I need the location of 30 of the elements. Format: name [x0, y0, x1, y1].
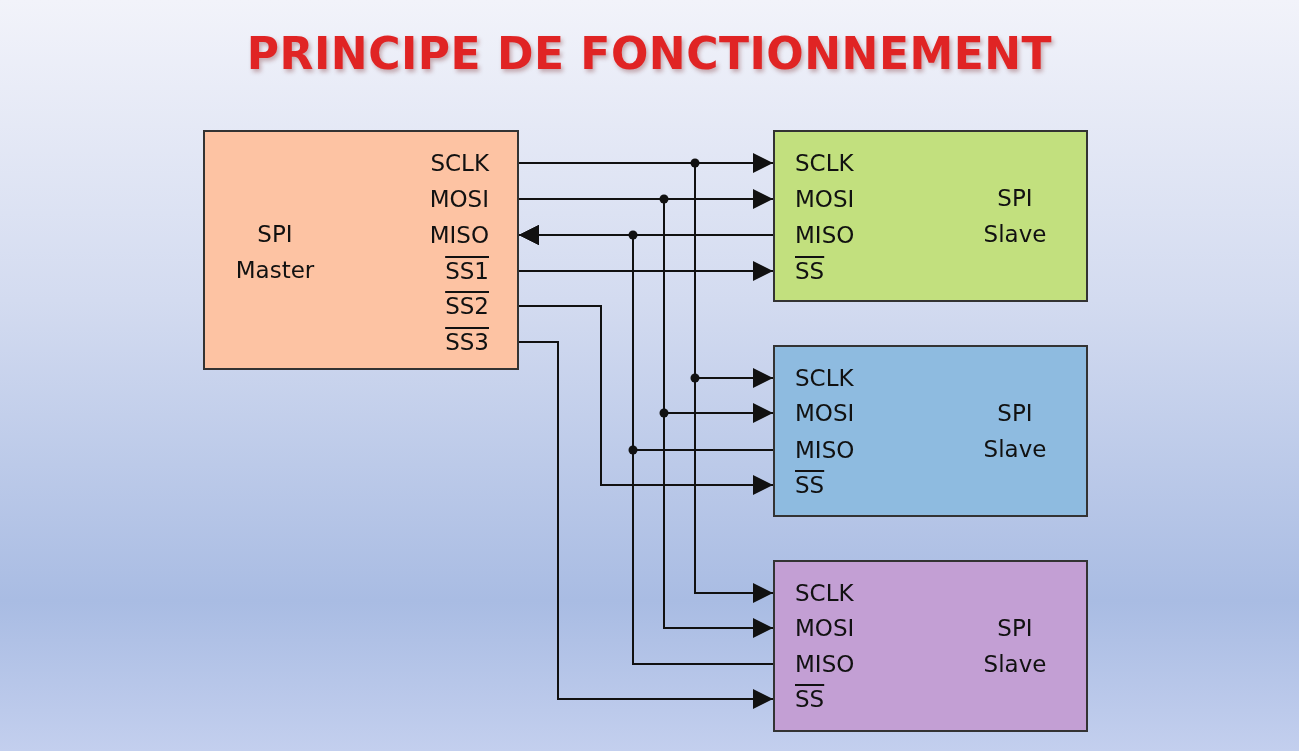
- box-label: SPI Master: [234, 220, 316, 285]
- diagram-title: PRINCIPE DE FONCTIONNEMENT: [245, 28, 1054, 79]
- slave-box: [773, 130, 1088, 302]
- pin-label: MISO: [383, 219, 519, 251]
- pin-label: SCLK: [383, 147, 519, 179]
- wire-arrow: [518, 341, 774, 709]
- pin-label: MOSI: [773, 397, 885, 429]
- pin-label: MOSI: [773, 183, 885, 215]
- pin-label: SS: [773, 255, 885, 287]
- box-label: SPI Slave: [982, 184, 1048, 249]
- pin-label: SCLK: [773, 147, 885, 179]
- pin-label: SS: [773, 469, 885, 501]
- master-box: [203, 130, 519, 370]
- slave-box: [773, 560, 1088, 732]
- pin-label: SS3: [383, 326, 519, 358]
- wire-arrow: [518, 261, 774, 281]
- pin-label: SCLK: [773, 362, 885, 394]
- pin-label: SCLK: [773, 577, 885, 609]
- wire-arrow: [518, 305, 774, 495]
- pin-label: MISO: [773, 434, 885, 466]
- pin-label: SS1: [383, 255, 519, 287]
- box-label: SPI Slave: [982, 614, 1048, 679]
- box-label: SPI Slave: [982, 399, 1048, 464]
- pin-label: MOSI: [773, 612, 885, 644]
- pin-label: SS2: [383, 290, 519, 322]
- pin-label: MISO: [773, 648, 885, 680]
- pin-label: MOSI: [383, 183, 519, 215]
- pin-label: MISO: [773, 219, 885, 251]
- pin-label: SS: [773, 683, 885, 715]
- slave-box: [773, 345, 1088, 517]
